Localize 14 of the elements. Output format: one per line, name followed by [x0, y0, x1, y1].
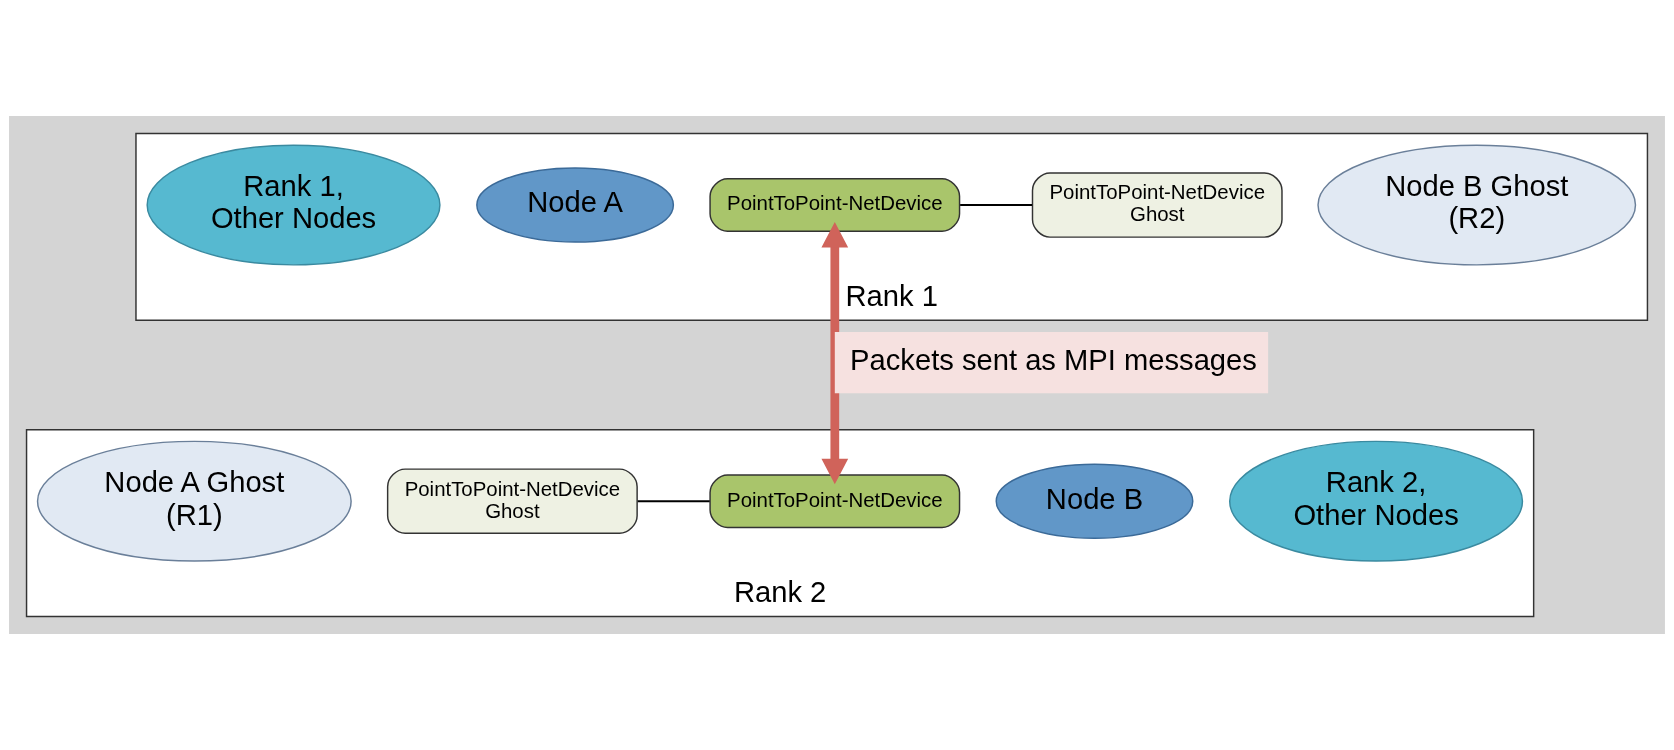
node-box: PointToPoint-NetDevice [709, 474, 961, 529]
node-box: PointToPoint-NetDevice [709, 178, 961, 232]
node-ellipse: Rank 1, Other Nodes [146, 144, 441, 266]
node-box: PointToPoint-NetDevice Ghost [386, 468, 638, 535]
connector [637, 500, 710, 503]
node-box: PointToPoint-NetDevice Ghost [1031, 172, 1283, 238]
arrow [821, 222, 849, 485]
node-ellipse: Node B Ghost (R2) [1317, 144, 1637, 266]
node-ellipse: Node A Ghost (R1) [36, 440, 352, 562]
connector [960, 203, 1033, 207]
node-ellipse: Rank 2, Other Nodes [1229, 440, 1524, 562]
node-ellipse: Node A [476, 167, 675, 243]
node-ellipse: Node B [995, 463, 1194, 539]
edge-label: Packets sent as MPI messages [850, 343, 1257, 376]
